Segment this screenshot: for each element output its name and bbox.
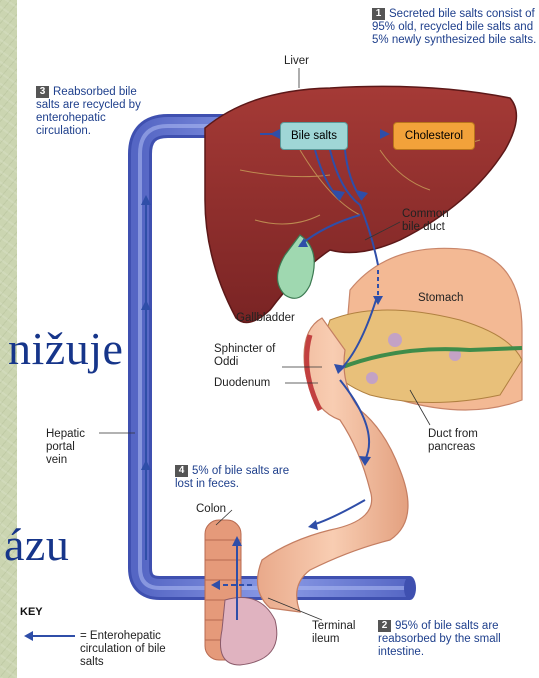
overlay-text-2: ázu: [4, 518, 69, 571]
label-terminal-ileum: Terminal ileum: [312, 620, 372, 646]
step-3-text: Reabsorbed bile salts are recycled by en…: [36, 86, 141, 137]
label-sphincter-of-oddi: Sphincter of Oddi: [214, 343, 282, 369]
label-common-bile-duct: Common bile duct: [402, 208, 466, 234]
step-2-badge: 2: [378, 620, 391, 632]
key-title: KEY: [20, 606, 43, 618]
step-3-badge: 3: [36, 86, 49, 98]
key-entry: = Enterohepatic circulation of bile salt…: [80, 630, 180, 669]
label-stomach: Stomach: [418, 292, 463, 305]
label-duct-from-pancreas: Duct from pancreas: [428, 428, 488, 454]
label-liver: Liver: [284, 55, 309, 68]
label-duodenum: Duodenum: [214, 377, 270, 390]
step-1-text: Secreted bile salts consist of 95% old, …: [372, 8, 536, 46]
step-4-badge: 4: [175, 465, 188, 477]
bile-salts-box: Bile salts: [280, 122, 348, 150]
label-gallbladder: Gallbladder: [236, 312, 295, 325]
step-2-text: 95% of bile salts are reabsorbed by the …: [378, 620, 501, 658]
step-1-badge: 1: [372, 8, 385, 20]
label-hepatic-portal-vein: Hepatic portal vein: [46, 428, 98, 467]
step-4-text: 5% of bile salts are lost in feces.: [175, 465, 289, 490]
label-colon: Colon: [196, 503, 226, 516]
overlay-text-1: nižuje: [8, 322, 123, 375]
cholesterol-box: Cholesterol: [393, 122, 475, 150]
stomach: [320, 248, 522, 410]
